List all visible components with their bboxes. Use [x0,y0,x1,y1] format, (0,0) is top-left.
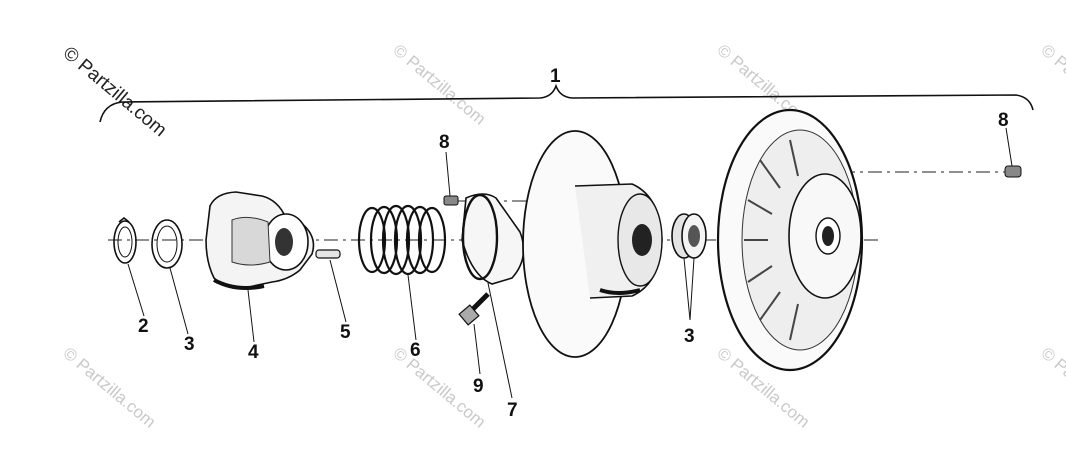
part-pin [315,249,341,259]
leader-lines [127,127,1013,399]
part-screw-left [443,195,459,206]
part-movable-sheave [716,108,864,372]
part-bolt [458,292,490,326]
part-stationary-sheave [522,130,663,358]
part-screw-right [1004,165,1022,178]
callout-4: 4 [248,342,259,363]
callout-5: 5 [340,322,351,343]
callout-9: 9 [473,376,484,397]
part-spring [357,204,447,276]
part-cam [205,191,315,290]
part-cover [461,193,525,285]
watermark-text: © Partzilla.com [1037,344,1066,432]
part-washer [151,219,183,269]
callout-8-left: 8 [439,132,450,153]
callout-8-right: 8 [998,110,1009,131]
callout-7: 7 [507,400,518,421]
callout-3-right: 3 [684,326,695,347]
part-bushing [671,213,707,259]
watermark-main: © Partzilla.com [59,43,171,141]
part-snap-ring [113,216,137,264]
callout-6: 6 [410,340,421,361]
callout-2: 2 [138,316,149,337]
assembly-bracket [99,83,1034,123]
callout-labels: 1 2 3 4 5 6 7 8 9 3 8 [138,66,1009,421]
watermark-text: © Partzilla.com [389,41,489,129]
callout-1: 1 [550,66,561,87]
watermark-text: © Partzilla.com [1037,41,1066,129]
callout-3: 3 [184,334,195,355]
watermark-text: © Partzilla.com [59,344,159,432]
